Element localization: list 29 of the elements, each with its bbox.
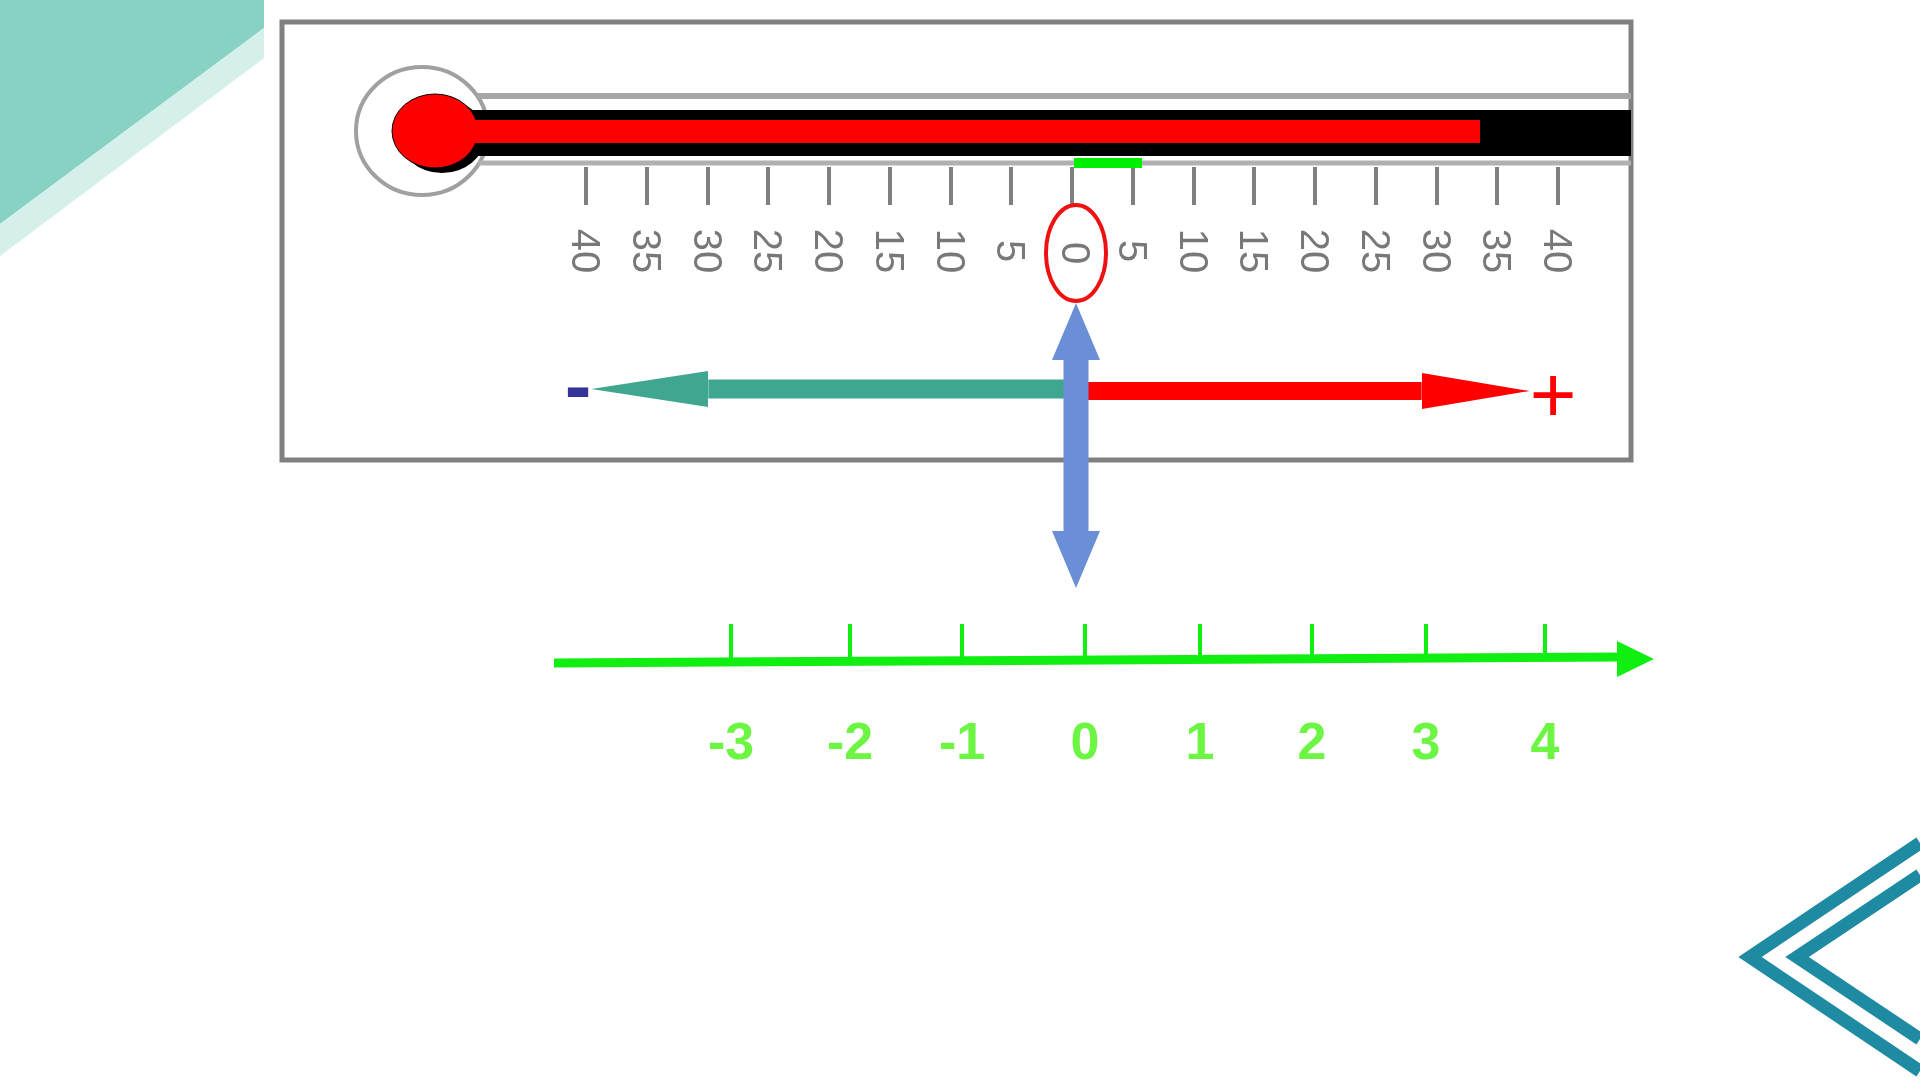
scale-number: 5 <box>991 239 1031 263</box>
axis-number: -2 <box>826 715 874 767</box>
scale-number: 10 <box>931 228 971 274</box>
axis-number: 1 <box>1185 715 1215 767</box>
scale-number: 35 <box>627 228 667 274</box>
axis-number: -3 <box>707 715 755 767</box>
axis-number: 2 <box>1297 715 1327 767</box>
scale-number: 35 <box>1477 228 1517 274</box>
scale-number: 25 <box>1356 228 1396 274</box>
axis-number: -1 <box>938 715 986 767</box>
scale-number: 40 <box>566 228 606 274</box>
scale-number: 15 <box>1234 228 1274 274</box>
plus-sign: + <box>1529 365 1577 425</box>
scale-number: 30 <box>1417 228 1457 274</box>
axis-number: 3 <box>1411 715 1441 767</box>
scale-number: 40 <box>1538 228 1578 274</box>
scale-number: 0 <box>1056 241 1096 265</box>
double-arrow <box>1052 303 1100 588</box>
scale-number: 20 <box>809 228 849 274</box>
scale-number: 10 <box>1174 228 1214 274</box>
axis-number: 0 <box>1070 715 1100 767</box>
minus-sign: - <box>564 371 592 401</box>
scale-number: 30 <box>688 228 728 274</box>
scale-number: 25 <box>748 228 788 274</box>
scale-number: 15 <box>870 228 910 274</box>
axis-number: 4 <box>1530 715 1560 767</box>
scale-number: 5 <box>1113 239 1153 263</box>
ellipse-marker <box>1044 203 1108 303</box>
scale-number: 20 <box>1295 228 1335 274</box>
